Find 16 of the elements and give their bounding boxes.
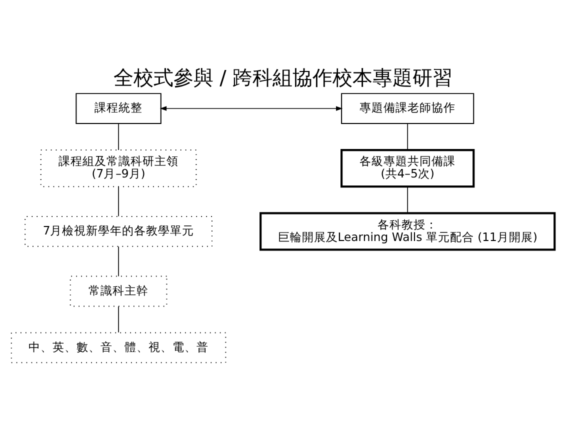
node-box: 7月檢視新學年的各教學單元 — [24, 216, 212, 247]
connector — [407, 186, 408, 214]
connector — [118, 123, 119, 150]
connector — [407, 123, 408, 150]
connector — [118, 306, 119, 333]
connector — [118, 186, 119, 217]
arrow — [160, 106, 343, 111]
diagram-title: 全校式參與 / 跨科組協作校本專題研習 — [113, 66, 453, 90]
node-box: 課程統整 — [76, 93, 162, 124]
node-box: 常識科主幹 — [70, 276, 168, 307]
node-box: 中、英、數、音、體、視、電、普 — [10, 332, 226, 364]
node-box: 各科教授： 巨輪開展及Learning Walls 單元配合 (11月開展) — [260, 212, 556, 251]
node-box: 課程組及常識科研主領 (7月–9月) — [40, 150, 197, 188]
connector — [118, 246, 119, 277]
node-box: 各級專題共同備課 (共4–5次) — [340, 149, 475, 188]
node-box: 專題備課老師協作 — [341, 93, 474, 124]
